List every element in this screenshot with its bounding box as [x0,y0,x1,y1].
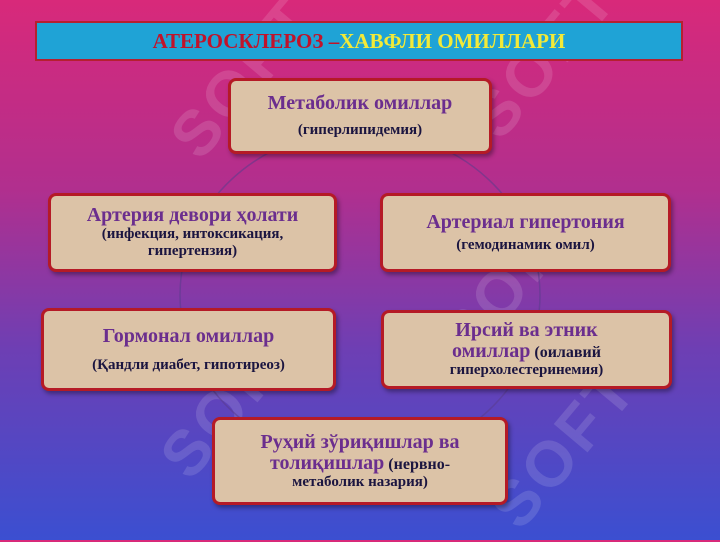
box-main-text: Артериал гипертония [426,210,625,233]
box-hormonal-factors: Гормонал омиллар (Қандли диабет, гипотир… [41,308,336,391]
box-genetic-factors: Ирсий ва этник омиллар (оилавий гиперхол… [381,310,672,389]
title-part-1: АТЕРОСКЛЕРОЗ – [152,28,340,53]
box-main-text: Руҳий зўриқишлар ва [260,430,460,453]
box-sub-text: метаболик назария) [292,473,428,490]
box-main-text-2: толиқишлар [269,451,385,474]
title-part-2: ХАВФЛИ ОМИЛЛАРИ [339,28,566,53]
box-sub-text: (инфекция, интоксикация, гипертензия) [101,226,284,259]
box-main-text-2: омиллар [452,340,531,362]
box-sub-text: (Қандли диабет, гипотиреоз) [92,356,285,373]
box-sub-text: (гемодинамик омил) [456,236,595,253]
box-metabolic-factors: Метаболик омиллар (гиперлипидемия) [228,78,492,154]
box-sub-text-inline: (нервно- [384,455,451,473]
box-main-text: Ирсий ва этник [455,319,598,341]
box-sub-text: гиперхолестеринемия) [449,362,604,378]
box-arterial-hypertension: Артериал гипертония (гемодинамик омил) [380,193,671,272]
box-main-text: Гормонал омиллар [102,324,275,347]
slide-title: АТЕРОСКЛЕРОЗ – ХАВФЛИ ОМИЛЛАРИ [35,21,683,61]
box-stress-factors: Руҳий зўриқишлар ва толиқишлар (нервно- … [212,417,508,505]
box-artery-wall: Артерия девори ҳолати (инфекция, интокси… [48,193,337,272]
box-main-text: Метаболик омиллар [267,92,453,114]
box-sub-text-inline: (оилавий [530,344,601,361]
box-sub-text: (гиперлипидемия) [297,122,423,138]
box-main-text: Артерия девори ҳолати [86,204,299,226]
